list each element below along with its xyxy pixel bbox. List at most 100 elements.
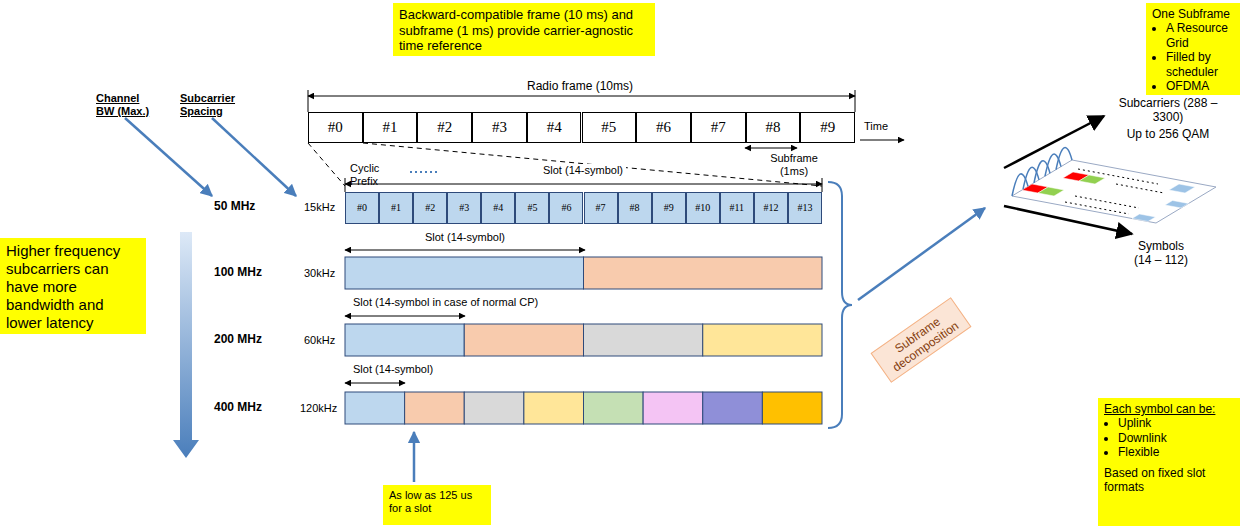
tick [855,90,856,112]
subframe-box: #1 [363,112,418,143]
node-text: Subframe decomposition [879,305,964,376]
node-text: #9 [664,203,674,213]
annotation-label: Time [864,120,904,133]
zoom-line [363,143,822,186]
dimension-arrow [745,148,797,149]
tick [822,178,823,192]
grid-cell [1132,214,1156,222]
pointer-arrow [413,432,416,482]
callout-text: Downlink [1118,431,1234,445]
symbol-box: #1 [379,192,413,224]
pointer-arrow [125,118,212,196]
slot-arrow [345,383,405,384]
zoom-line [308,143,345,186]
note-callout: As low as 125 us for a slot [383,485,491,525]
node-text: #2 [437,119,452,136]
node-text: #9 [820,119,835,136]
node-text: #8 [630,203,640,213]
callout-text: A Resource Grid [1166,21,1234,50]
node-text: #4 [547,119,562,136]
symbol-box: #3 [447,192,481,224]
symbol-box: #0 [345,192,379,224]
row-label: 100 MHz [214,266,284,280]
symbol-box: #10 [686,192,720,224]
tick [345,178,346,192]
dotted-line [410,171,440,173]
row-label: 200 MHz [214,333,284,347]
node-text: #12 [763,203,778,213]
slot-block [584,257,823,289]
slot-arrow [345,250,585,251]
decomposition-arrow [858,208,985,300]
annotation-label: Slot (14-symbol in case of normal CP) [350,296,541,309]
subframe-box: #0 [308,112,363,143]
node-text: #1 [383,119,398,136]
row-label: 60kHz [304,334,344,347]
annotation-label: Subcarriers (288 – 3300) [1110,97,1226,125]
symbol-box: #6 [549,192,583,224]
subframe-box: #5 [582,112,637,143]
annotation-label: Radio frame (10ms) [524,80,636,94]
symbol-box: #4 [481,192,515,224]
node-text: #2 [425,203,435,213]
annotation-label: Up to 256 QAM [1110,128,1226,142]
subframe-box: #2 [417,112,472,143]
dotted-line [1116,184,1164,193]
time-arrow [860,140,904,141]
node-text: #7 [711,119,726,136]
annotation-label: Subframe (1ms) [762,152,826,177]
symbol-box: #13 [788,192,822,224]
note-callout: Each symbol can be:UplinkDownlinkFlexibl… [1098,398,1240,526]
node-text: #0 [328,119,343,136]
symbol-box: #5 [515,192,549,224]
subframe-box: #9 [800,112,855,143]
symbol-box: #12 [754,192,788,224]
slot-block [703,392,763,424]
annotation-label: Slot (14-symbol) [422,231,508,244]
node-text: #5 [601,119,616,136]
dotted-line [1078,169,1158,184]
callout-text: Based on fixed slot formats [1104,466,1234,495]
node-text: #7 [596,203,606,213]
grid-cell [1079,175,1105,184]
node-text: #3 [459,203,469,213]
symbol-box: #8 [618,192,652,224]
node-text: #6 [656,119,671,136]
slot-arrow [345,316,465,317]
slot-block [464,392,524,424]
callout-text: Each symbol can be: [1104,402,1234,416]
dotted-line [1065,202,1129,214]
slot-block [405,392,465,424]
row-label: 15kHz [304,201,344,214]
callout-text: Uplink [1118,416,1234,430]
node-text: #11 [729,203,744,213]
decomposition-tag: Subframe decomposition [871,297,972,383]
row-label: 120kHz [300,402,344,415]
slot-block [464,324,583,356]
callout-text: Backward-compatible frame (10 ms) and su… [399,7,649,54]
slot-block [584,324,703,356]
row-label: 30kHz [304,267,344,280]
annotation-label: Symbols (14 – 112) [1130,240,1192,268]
annotation-label: Cyclic Prefix [350,162,410,187]
subframe-box: #7 [691,112,746,143]
note-callout: One SubframeA Resource GridFilled by sch… [1146,3,1240,95]
column-heading: Channel BW (Max.) [96,92,158,117]
slot-block [345,392,405,424]
subframe-box: #6 [636,112,691,143]
grid-cell [1165,201,1189,209]
slot-block [703,324,822,356]
node-text: #3 [492,119,507,136]
row-label: 400 MHz [214,401,284,415]
node-text: #4 [493,203,503,213]
slot-arrow [345,184,822,185]
grid-cell [1169,184,1195,193]
subframe-box: #3 [472,112,527,143]
slot-block [584,392,644,424]
node-text: #5 [527,203,537,213]
callout-text: Flexible [1118,445,1234,459]
node-text: #0 [357,203,367,213]
node-text: #6 [561,203,571,213]
note-callout: Backward-compatible frame (10 ms) and su… [393,3,655,56]
slot-block [345,324,464,356]
